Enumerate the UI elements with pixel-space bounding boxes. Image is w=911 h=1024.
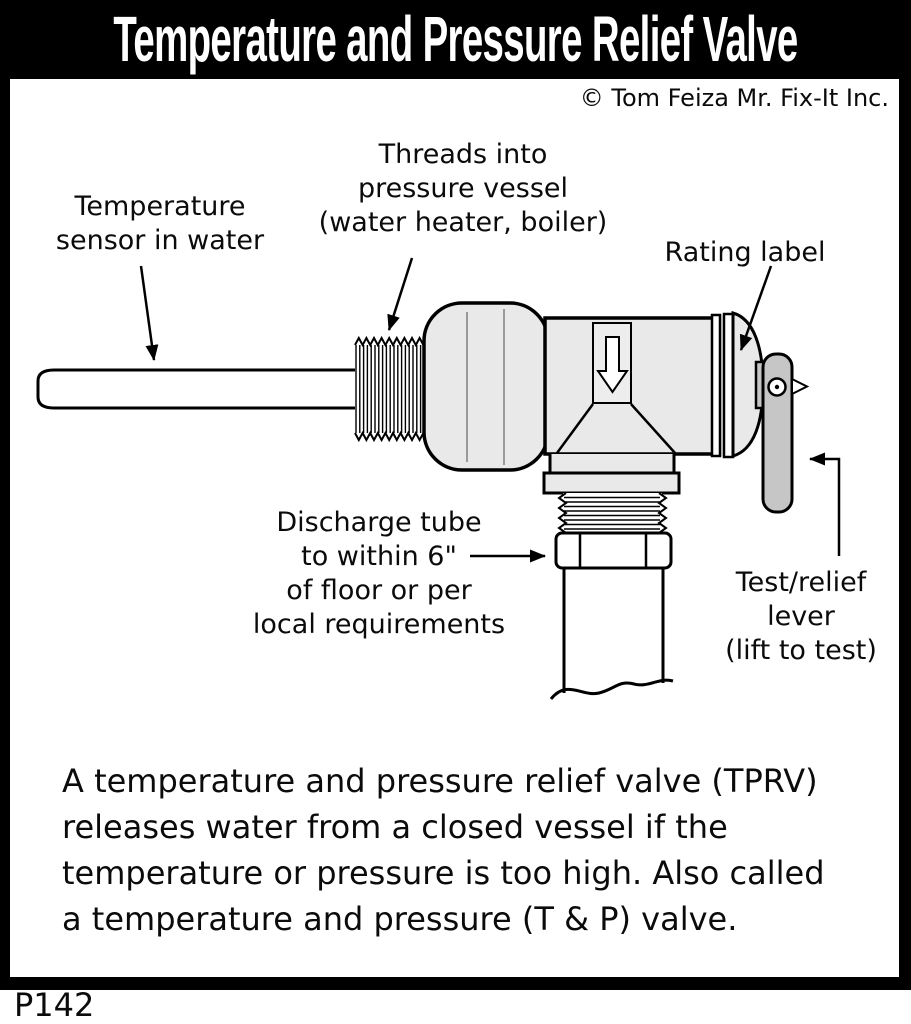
label-line: (lift to test) [725, 635, 877, 666]
title-bar: Temperature and Pressure Relief Valve [0, 0, 911, 79]
label-rating: Rating label [665, 236, 826, 270]
caption-line: a temperature and pressure (T & P) valve… [62, 900, 738, 938]
label-line: of floor or per [286, 575, 472, 606]
caption-line: releases water from a closed vessel if t… [62, 808, 728, 846]
label-line: Temperature [74, 191, 246, 222]
label-line: Rating label [664, 237, 826, 268]
caption-line: temperature or pressure is too high. Als… [62, 854, 825, 892]
page-title: Temperature and Pressure Relief Valve [113, 3, 798, 76]
caption-line: A temperature and pressure relief valve … [62, 762, 818, 800]
label-line: Discharge tube [276, 507, 482, 538]
label-line: Threads into [378, 139, 548, 170]
label-line: to within 6" [301, 541, 457, 572]
figure-canvas [10, 79, 899, 977]
figure-code: P142 [14, 986, 95, 1024]
label-threads: Threads into pressure vessel (water heat… [319, 138, 608, 240]
label-line: pressure vessel [357, 173, 569, 204]
label-line: (water heater, boiler) [318, 207, 608, 238]
label-temperature-sensor: Temperature sensor in water [56, 190, 264, 258]
label-discharge-tube: Discharge tube to within 6" of floor or … [253, 506, 505, 642]
label-test-lever: Test/relief lever (lift to test) [725, 566, 877, 668]
copyright-text: © Tom Feiza Mr. Fix-It Inc. [579, 84, 889, 112]
caption-paragraph: A temperature and pressure relief valve … [62, 758, 825, 942]
label-line: sensor in water [55, 225, 265, 256]
label-line: local requirements [252, 609, 506, 640]
label-line: Test/relief [735, 567, 867, 598]
label-line: lever [767, 601, 835, 632]
